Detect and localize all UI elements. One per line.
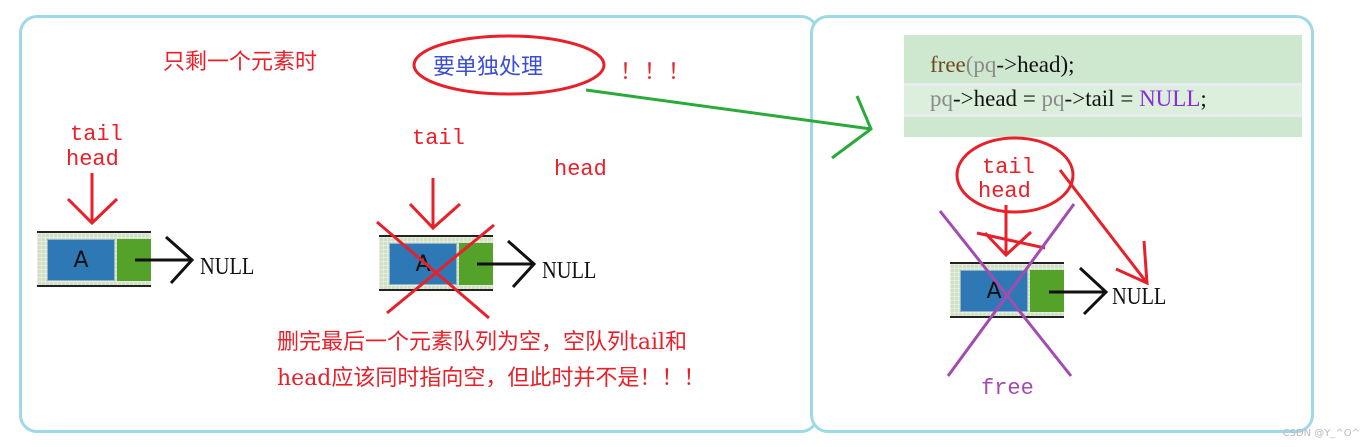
right-tail-label: tail	[982, 155, 1035, 180]
pointer-ellipse	[955, 136, 1075, 214]
callout-text: 要单独处理	[433, 55, 544, 80]
before-next-arrow-icon	[135, 235, 195, 285]
exclamation-marks: ！！！	[620, 60, 693, 85]
right-null-label: NULL	[1112, 284, 1167, 310]
right-next-arrow-icon	[1049, 266, 1109, 316]
free-label: free	[981, 376, 1034, 401]
right-down-arrow-icon	[976, 205, 1046, 258]
highlighted-code-line	[904, 83, 1302, 117]
code-line-free: free(pq->head);	[930, 52, 1075, 77]
before-head-label: head	[66, 147, 119, 172]
right-head-label: head	[978, 179, 1031, 204]
after-down-arrow-icon	[408, 178, 461, 231]
after-null-label: NULL	[542, 258, 597, 284]
explanation-line-2: head应该同时指向空，但此时并不是！！！	[277, 366, 706, 391]
after-head-label: head	[554, 157, 607, 182]
scenario-title: 只剩一个元素时	[163, 50, 318, 75]
deleted-cross-icon	[376, 220, 495, 320]
watermark: CSDN @Y_^O^	[1282, 428, 1360, 439]
left-panel	[19, 15, 819, 433]
before-down-arrow-icon	[66, 173, 119, 226]
callout-ellipse	[412, 34, 606, 96]
green-arrow-icon	[585, 88, 873, 160]
after-queue-node-deleted: A	[379, 235, 493, 291]
explanation-line-1: 删完最后一个元素队列为空，空队列tail和	[277, 330, 688, 355]
before-null-label: NULL	[200, 254, 255, 280]
after-tail-label: tail	[412, 126, 465, 151]
after-next-arrow-icon	[477, 239, 537, 289]
node-data-field: A	[47, 239, 115, 281]
free-cross-icon	[938, 203, 1076, 377]
code-line-assign-null: pq->head = pq->tail = NULL;	[930, 86, 1207, 111]
right-null-arrow-icon	[1058, 169, 1149, 286]
code-snippet: free(pq->head); pq->head = pq->tail = NU…	[904, 35, 1302, 137]
before-tail-label: tail	[70, 122, 123, 147]
